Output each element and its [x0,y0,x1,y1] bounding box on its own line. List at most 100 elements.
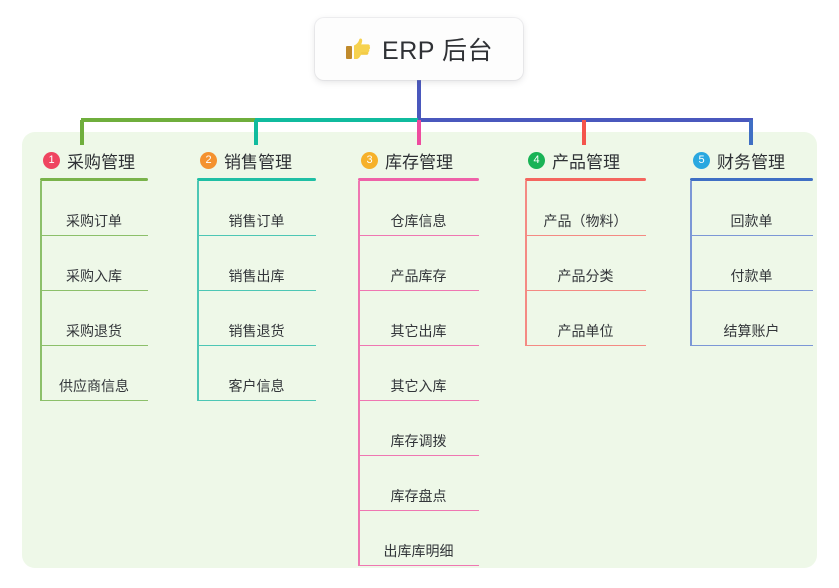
column-header-rule-1 [40,178,148,181]
content-panel [22,132,817,568]
menu-item[interactable]: 销售退货 [197,291,316,346]
menu-item-label: 其它入库 [390,378,447,394]
menu-item-rule [525,344,646,346]
root-title: ERP 后台 [382,37,493,65]
menu-item-rule [525,234,646,236]
menu-item-label: 仓库信息 [390,213,447,229]
column-header-2[interactable]: 2 销售管理 [197,146,316,175]
column-items-4: 产品（物料） 产品分类产品单位 [525,181,646,346]
menu-item-label: 出库库明细 [383,543,454,559]
menu-item[interactable]: 出库库明细 [358,511,479,566]
menu-item-rule [358,454,479,456]
menu-item[interactable]: 产品分类 [525,236,646,291]
column-items-3: 仓库信息产品库存其它出库其它入库库存调拨库存盘点出库库明细 [358,181,479,566]
column-items-1: 采购订单采购入库采购退货供应商信息 [40,181,148,401]
menu-item-label: 销售退货 [228,323,285,339]
column-badge-5: 5 [693,152,710,169]
menu-item[interactable]: 产品库存 [358,236,479,291]
menu-item-rule [690,289,813,291]
column-badge-4: 4 [528,152,545,169]
menu-item-rule [197,344,316,346]
column-items-2: 销售订单销售出库销售退货客户信息 [197,181,316,401]
column-header-3[interactable]: 3 库存管理 [358,146,479,175]
menu-item-rule [358,344,479,346]
column-header-5[interactable]: 5 财务管理 [690,146,813,175]
menu-item-label: 采购入库 [66,268,122,284]
column-items-5: 回款单付款单结算账户 [690,181,813,346]
menu-item-rule [40,289,148,291]
menu-item-rule [690,234,813,236]
menu-item-label: 产品库存 [390,268,447,284]
column-5: 5 财务管理回款单付款单结算账户 [690,146,813,346]
menu-item[interactable]: 销售订单 [197,181,316,236]
menu-item-rule [358,399,479,401]
root-node[interactable]: ERP 后台 [315,18,523,80]
menu-item[interactable]: 结算账户 [690,291,813,346]
menu-item-rule [358,564,479,566]
column-3: 3 库存管理仓库信息产品库存其它出库其它入库库存调拨库存盘点出库库明细 [358,146,479,566]
column-header-rule-4 [525,178,646,181]
menu-item[interactable]: 库存调拨 [358,401,479,456]
menu-item-rule [40,344,148,346]
menu-item[interactable]: 付款单 [690,236,813,291]
column-header-rule-5 [690,178,813,181]
menu-item[interactable]: 仓库信息 [358,181,479,236]
column-1: 1 采购管理采购订单采购入库采购退货供应商信息 [40,146,148,401]
menu-item-rule [358,509,479,511]
menu-item-label: 销售出库 [228,268,285,284]
menu-item-label: 付款单 [730,268,773,284]
menu-item[interactable]: 回款单 [690,181,813,236]
column-badge-1: 1 [43,152,60,169]
menu-item[interactable]: 库存盘点 [358,456,479,511]
column-2: 2 销售管理销售订单销售出库销售退货客户信息 [197,146,316,401]
menu-item-label: 采购订单 [66,213,122,229]
column-header-1[interactable]: 1 采购管理 [40,146,148,175]
menu-item-rule [197,289,316,291]
menu-item[interactable]: 客户信息 [197,346,316,401]
menu-item[interactable]: 销售出库 [197,236,316,291]
column-spine-5 [690,181,692,346]
menu-item[interactable]: 采购入库 [40,236,148,291]
column-title-1: 采购管理 [67,153,135,172]
menu-item-label: 回款单 [730,213,773,229]
menu-item[interactable]: 采购退货 [40,291,148,346]
thumbs-up-icon [345,37,371,61]
menu-item[interactable]: 采购订单 [40,181,148,236]
menu-item-rule [197,234,316,236]
column-title-3: 库存管理 [385,153,453,172]
column-spine-3 [358,181,360,566]
menu-item-label: 产品单位 [557,323,614,339]
menu-item-rule [690,344,813,346]
column-spine-2 [197,181,199,401]
menu-item-label: 其它出库 [390,323,447,339]
column-4: 4 产品管理产品（物料） 产品分类产品单位 [525,146,646,346]
menu-item-rule [40,234,148,236]
column-badge-2: 2 [200,152,217,169]
column-spine-4 [525,181,527,346]
column-title-2: 销售管理 [224,153,292,172]
column-title-4: 产品管理 [552,153,620,172]
menu-item-label: 销售订单 [228,213,285,229]
menu-item[interactable]: 其它出库 [358,291,479,346]
menu-item-label: 产品分类 [557,268,614,284]
menu-item-label: 采购退货 [66,323,122,339]
column-header-rule-3 [358,178,479,181]
menu-item[interactable]: 产品单位 [525,291,646,346]
menu-item[interactable]: 供应商信息 [40,346,148,401]
menu-item-rule [358,234,479,236]
menu-item-rule [40,399,148,401]
column-header-4[interactable]: 4 产品管理 [525,146,646,175]
column-spine-1 [40,181,42,401]
menu-item[interactable]: 其它入库 [358,346,479,401]
menu-item-label: 客户信息 [228,378,285,394]
column-header-rule-2 [197,178,316,181]
menu-item-rule [358,289,479,291]
menu-item-label: 产品（物料） [543,213,628,229]
menu-item-label: 供应商信息 [59,378,129,394]
menu-item-label: 结算账户 [723,323,780,339]
menu-item-label: 库存盘点 [390,488,447,504]
column-badge-3: 3 [361,152,378,169]
menu-item-label: 库存调拨 [390,433,447,449]
column-title-5: 财务管理 [717,153,785,172]
menu-item[interactable]: 产品（物料） [525,181,646,236]
